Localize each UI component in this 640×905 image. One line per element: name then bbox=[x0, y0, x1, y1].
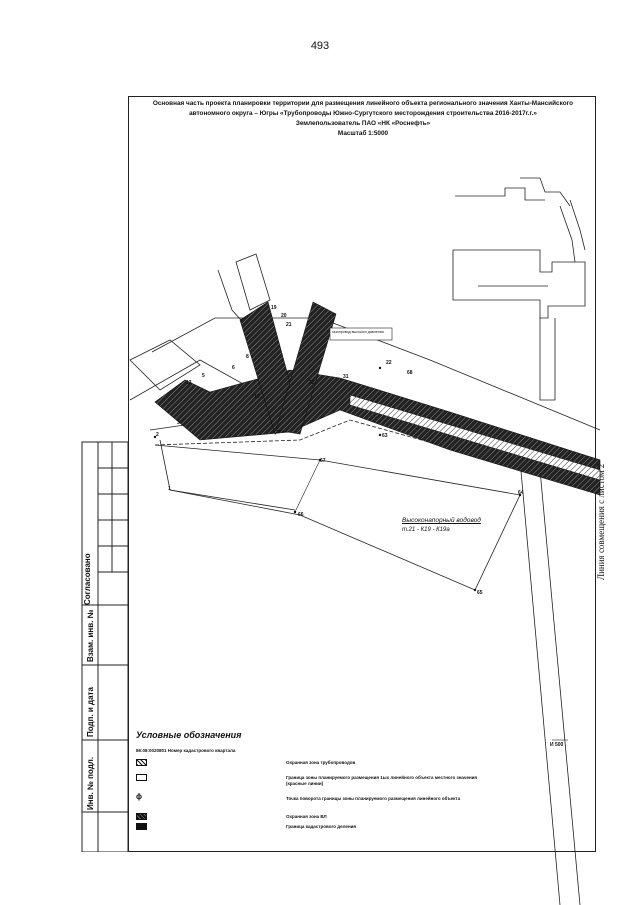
point-label-22: 22 bbox=[386, 360, 392, 366]
title-line-3: Землепользователь ПАО «НК «Роснефть» bbox=[295, 120, 431, 127]
point-label-6: 6 bbox=[232, 365, 235, 371]
legend-title: Условные обозначения bbox=[136, 730, 242, 740]
point-label-20: 20 bbox=[281, 313, 287, 319]
vl-protection-zone bbox=[349, 394, 601, 481]
point-label-68: 68 bbox=[407, 370, 413, 376]
legend-item-3-text: Точка поворота границы зоны планируемого… bbox=[286, 796, 461, 801]
pipeline-corridor-main bbox=[154, 369, 601, 496]
point-label-2: 2 bbox=[156, 432, 159, 438]
point-label-32: 32 bbox=[309, 380, 315, 386]
buildings-upper-left bbox=[129, 253, 271, 401]
point-label-15: 15 bbox=[254, 394, 260, 400]
page-number: 493 bbox=[310, 40, 330, 52]
label-box bbox=[329, 327, 393, 341]
grid-reference-label: И 500 bbox=[550, 742, 564, 748]
legend-cadastral: 86:08:0020801 Номер кадастрового квартал… bbox=[136, 748, 235, 754]
title-line-2: автономного округа – Югры «Трубопроводы … bbox=[189, 110, 537, 117]
point-label-31: 31 bbox=[343, 374, 349, 380]
legend-item-4-text: Охранная зона ВЛ bbox=[286, 814, 327, 819]
point-label-21: 21 bbox=[286, 322, 292, 328]
planned-zone-boundary bbox=[154, 444, 521, 591]
turn-points bbox=[153, 366, 522, 592]
legend-item-cadastral-boundary: Граница кадастрового деления bbox=[136, 823, 356, 832]
point-label-1: 1 bbox=[168, 486, 171, 492]
pipeline-name-label: Высоконапорный водовод bbox=[402, 517, 481, 524]
empty-swatch-icon bbox=[136, 774, 147, 781]
title-line-1: Основная часть проекта планировки террит… bbox=[152, 100, 574, 107]
title-line-4: Масштаб 1:5000 bbox=[337, 130, 389, 137]
stamp-grid bbox=[81, 441, 128, 852]
point-label-64: 64 bbox=[518, 490, 524, 496]
point-label-8: 8 bbox=[246, 354, 249, 360]
point-label-13: 13 bbox=[186, 380, 192, 386]
point-label-3: 3 bbox=[177, 420, 180, 426]
legend-cadastral-text: 86:08:0020801 Номер кадастрового квартал… bbox=[136, 748, 236, 753]
legend-item-1-text: Охранная зона трубопроводов bbox=[286, 760, 356, 765]
junction-line-label: Линия совмещения с листом 2 bbox=[596, 463, 606, 580]
legend-item-pipeline-zone: Охранная зона трубопроводов bbox=[136, 759, 355, 768]
hatch-swatch-icon bbox=[136, 759, 147, 766]
legend-item-2-text: Граница зоны планируемого размещения 1ых… bbox=[286, 775, 478, 786]
point-label-63: 63 bbox=[382, 433, 388, 439]
point-label-65: 65 bbox=[477, 590, 483, 596]
small-sign-label: газопровод высокого давления bbox=[332, 330, 384, 334]
point-label-19: 19 bbox=[271, 305, 277, 311]
legend-item-boundary: Граница зоны планируемого размещения 1ых… bbox=[136, 774, 477, 786]
legend-item-vl-zone: Охранная зона ВЛ bbox=[136, 813, 327, 822]
point-label-5: 5 bbox=[202, 373, 205, 379]
legend-item-turn-point: ɸ Точка поворота границы зоны планируемо… bbox=[136, 792, 460, 802]
drawing-title: Основная часть проекта планировки террит… bbox=[138, 99, 588, 139]
solid-swatch-icon bbox=[136, 823, 147, 830]
legend-item-5-text: Граница кадастрового деления bbox=[286, 824, 357, 829]
pipeline-route-label: т.21 - К19 - К19а bbox=[402, 527, 450, 533]
pipeline-corridor-right-arm bbox=[275, 301, 337, 435]
side-stamp-table: Согласовано Взам. инв. № Подп. и дата Ин… bbox=[70, 440, 128, 852]
point-label-67: 67 bbox=[320, 458, 326, 464]
turn-point-icon: ɸ bbox=[136, 792, 142, 801]
point-label-66: 66 bbox=[298, 512, 304, 518]
buildings-top-right bbox=[452, 177, 586, 401]
dense-hatch-swatch-icon bbox=[136, 813, 147, 820]
